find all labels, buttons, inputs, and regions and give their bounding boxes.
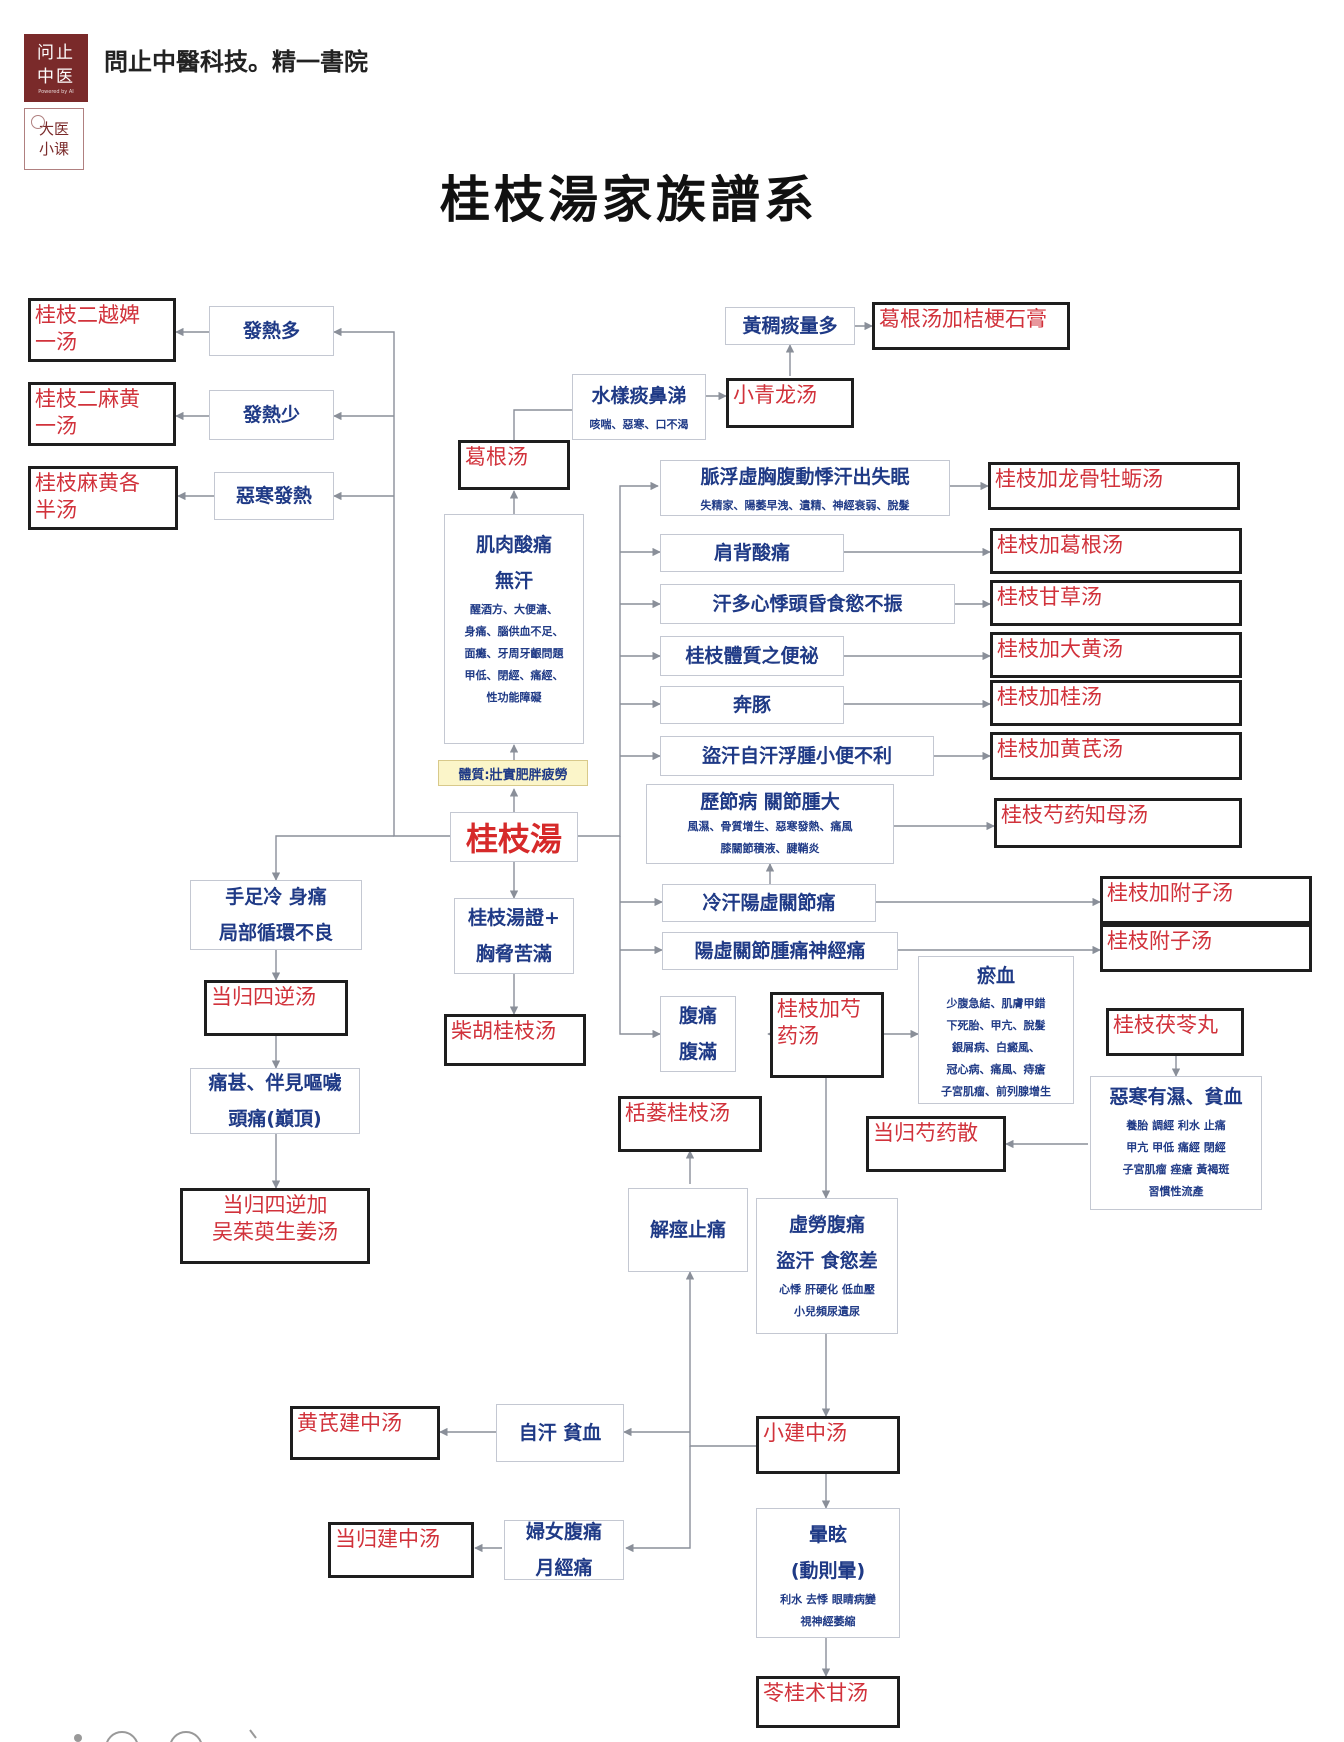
remedy-guizhi-er-mahuang-yi[interactable]: 桂枝二麻黄 一汤 xyxy=(28,382,176,446)
symptom-dizziness: 暈眩 (動則暈) 利水 去悸 眼睛病變 視神經萎縮 xyxy=(756,1508,900,1638)
symptom-thick-yellow-sputum: 黃稠痰量多 xyxy=(725,307,855,345)
wenzhi-logo: 问止 中医 Powered by AI xyxy=(24,34,88,102)
symptom-yang-deficiency: 陽虛關節腫痛神經痛 xyxy=(662,932,898,970)
symptom-abdominal-pain: 腹痛 腹滿 xyxy=(660,996,736,1072)
remedy-danggui-sini[interactable]: 当归四逆汤 xyxy=(204,980,348,1036)
symptom-watery-sputum: 水樣痰鼻涕 咳喘、惡寒、口不渴 xyxy=(572,374,706,440)
logo-line-2: 中医 xyxy=(37,67,75,87)
remedy-fuzi[interactable]: 桂枝附子汤 xyxy=(1100,924,1312,972)
symptom-spontaneous-sweat: 自汗 貧血 xyxy=(496,1404,624,1462)
page-title: 桂枝湯家族譜系 xyxy=(440,170,818,229)
remedy-xiaoqinglong[interactable]: 小青龙汤 xyxy=(726,378,854,428)
logo-tagline: Powered by AI xyxy=(38,89,74,95)
symptom-constipation: 桂枝體質之便祕 xyxy=(660,636,844,676)
symptom-chill-fever: 惡寒發熱 xyxy=(214,472,334,520)
remedy-jia-huangqi[interactable]: 桂枝加黄芪汤 xyxy=(990,732,1242,780)
symptom-cold-hands: 手足冷 身痛 局部循環不良 xyxy=(190,880,362,950)
remedy-xiaojianzhong[interactable]: 小建中汤 xyxy=(756,1416,900,1474)
remedy-jia-gegen[interactable]: 桂枝加葛根汤 xyxy=(990,528,1242,574)
symptom-sweat-palpitation: 汗多心悸頭昏食慾不振 xyxy=(660,584,955,624)
remedy-guizhi-er-yuebi-yi[interactable]: 桂枝二越婢 一汤 xyxy=(28,298,176,362)
remedy-huangqi-jianzhong[interactable]: 黄芪建中汤 xyxy=(290,1406,440,1460)
symptom-blood-stasis: 瘀血 少腹急結、肌膚甲錯 下死胎、甲亢、脫髮 銀屑病、白癜風、 冠心病、痛風、痔… xyxy=(918,956,1074,1104)
remedy-linggui-zhugan[interactable]: 苓桂术甘汤 xyxy=(756,1676,900,1728)
remedy-jia-dahuang[interactable]: 桂枝加大黄汤 xyxy=(990,632,1242,678)
dayi-xiaoke-logo: 大医 小课 xyxy=(24,108,84,170)
remedy-longgu-muli[interactable]: 桂枝加龙骨牡蛎汤 xyxy=(988,462,1240,510)
remedy-gancao[interactable]: 桂枝甘草汤 xyxy=(990,580,1242,626)
remedy-jia-gui[interactable]: 桂枝加桂汤 xyxy=(990,680,1242,726)
root-guizhi-tang[interactable]: 桂枝湯 xyxy=(450,812,578,862)
logo-line-1: 问止 xyxy=(37,43,75,63)
logo2-line-1: 大医 xyxy=(39,120,70,138)
symptom-night-sweat: 盜汗自汗浮腫小便不利 xyxy=(660,736,934,776)
symptom-antispasm: 解痙止痛 xyxy=(628,1188,748,1272)
remedy-danggui-jianzhong[interactable]: 当归建中汤 xyxy=(328,1522,474,1578)
symptom-xulao-abdominal: 虛勞腹痛 盜汗 食慾差 心悸 肝硬化 低血壓 小兒頻尿遺尿 xyxy=(756,1198,898,1334)
symptom-muscle-ache: 肌肉酸痛 無汗 醒酒方、大便溏、 身痛、腦供血不足、 面癱、牙周牙齦問題 甲低、… xyxy=(444,514,584,744)
symptom-joint-swelling: 歷節病 關節腫大 風濕、骨質增生、惡寒發熱、痛風 膝關節積液、腱鞘炎 xyxy=(646,784,894,864)
remedy-fuling-wan[interactable]: 桂枝茯苓丸 xyxy=(1106,1008,1244,1056)
remedy-gegen[interactable]: 葛根汤 xyxy=(458,440,570,490)
remedy-sini-wuzhuyu-shengjiang[interactable]: 当归四逆加 吴茱萸生姜汤 xyxy=(180,1188,370,1264)
symptom-women-abdominal: 婦女腹痛 月經痛 xyxy=(504,1520,624,1580)
symptom-floating-pulse: 脈浮虛胸腹動悸汗出失眠 失精家、陽萎早洩、遺精、神經衰弱、脫髮 xyxy=(660,460,950,516)
symptom-aversion-damp: 惡寒有濕、貧血 養胎 調經 利水 止痛 甲亢 甲低 痛經 閉經 子宮肌瘤 痤瘡 … xyxy=(1090,1076,1262,1210)
remedy-chaihu-guizhi[interactable]: 柴胡桂枝汤 xyxy=(444,1014,586,1066)
symptom-chest-fullness: 桂枝湯證+ 胸脅苦滿 xyxy=(454,898,574,974)
remedy-gualou-guizhi[interactable]: 栝蒌桂枝汤 xyxy=(618,1096,762,1152)
symptom-fever-less: 發熱少 xyxy=(209,390,334,440)
logo2-line-2: 小课 xyxy=(39,140,70,158)
symptom-bentun: 奔豚 xyxy=(660,686,844,724)
remedy-jia-shaoyao[interactable]: 桂枝加芍 药汤 xyxy=(770,992,884,1078)
remedy-danggui-shaoyao-san[interactable]: 当归芍药散 xyxy=(866,1116,1006,1172)
symptom-cold-sweat-joint: 冷汗陽虛關節痛 xyxy=(662,884,876,922)
symptom-shoulder-ache: 肩背酸痛 xyxy=(660,534,844,572)
seal-icon xyxy=(31,115,45,129)
brand-name: 問止中醫科技。精一書院 xyxy=(104,47,368,76)
symptom-fever-more: 發熱多 xyxy=(209,306,334,356)
remedy-gegen-jiegeng-shigao[interactable]: 葛根汤加桔梗石膏 xyxy=(872,302,1070,350)
remedy-guizhi-mahuang-gebanl[interactable]: 桂枝麻黄各 半汤 xyxy=(28,466,178,530)
symptom-severe-headache: 痛甚、伴見嘔噦 頭痛(巔頂) xyxy=(190,1068,360,1134)
remedy-shaoyao-zhimu[interactable]: 桂枝芍药知母汤 xyxy=(994,798,1242,848)
footer-partial-icons xyxy=(74,1729,257,1742)
physique-label: 體質:壯實肥胖疲勞 xyxy=(438,760,588,786)
remedy-jia-fuzi[interactable]: 桂枝加附子汤 xyxy=(1100,876,1312,924)
